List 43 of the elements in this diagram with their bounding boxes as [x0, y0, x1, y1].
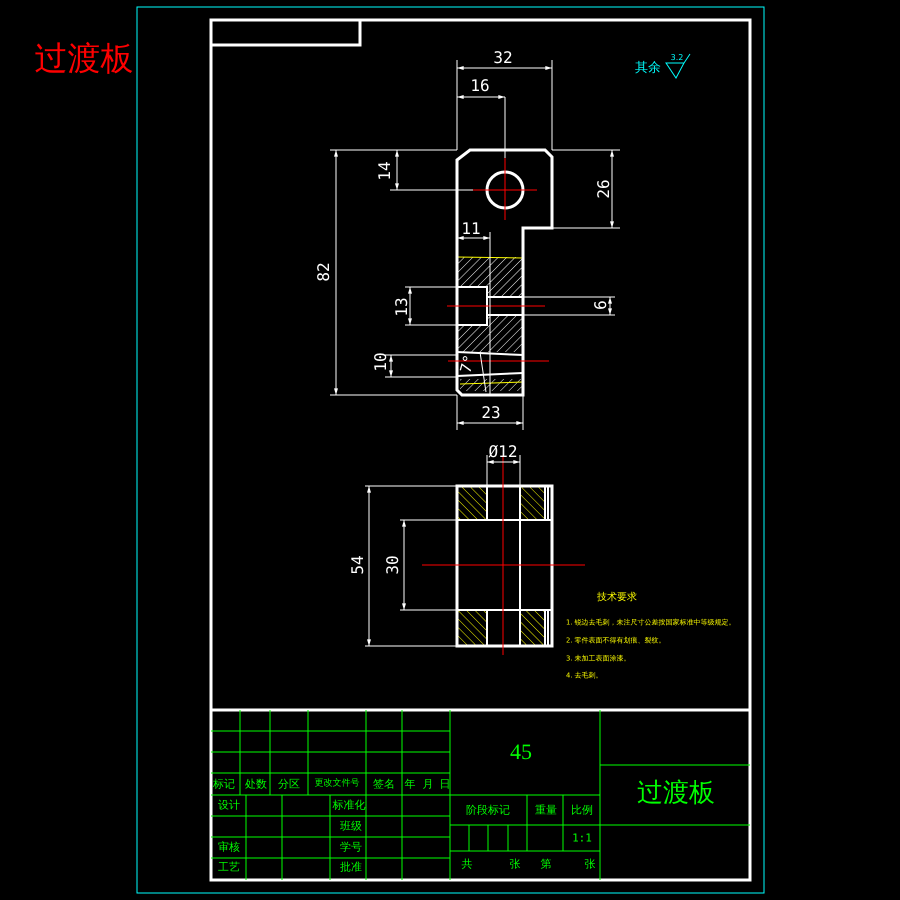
title-block-text: 班级 [340, 820, 362, 832]
dimension-text: 23 [481, 405, 501, 421]
dimension-text: 54 [350, 555, 366, 575]
roughness-note: 其余 [635, 62, 661, 74]
title-block-text: 月 [422, 778, 434, 790]
title-block-text: 审核 [218, 842, 240, 852]
title-block-text: 分区 [278, 778, 300, 790]
title-block-text: 学号 [340, 842, 362, 852]
dimension-text: 13 [394, 297, 410, 317]
title-block-text: 批准 [340, 862, 362, 872]
dimension-text: 14 [377, 161, 393, 181]
dimension-text: 10 [373, 352, 389, 372]
title-block-text: 日 [440, 778, 450, 790]
dimension-text: 30 [385, 555, 401, 575]
title-block-text: 共 [462, 858, 472, 870]
title-block-text: 处数 [245, 778, 267, 790]
title-block-text: 重量 [535, 804, 557, 816]
title-block-text: 张 [510, 858, 520, 870]
title-block-text: 比例 [571, 804, 593, 816]
title-block-text: 1:1 [572, 832, 592, 844]
title-block-text: 阶段标记 [466, 804, 510, 816]
title-block-text: 张 [584, 858, 596, 870]
title-block-text: 工艺 [218, 862, 240, 872]
dimension-text: 82 [316, 262, 332, 282]
dimension-text: 7° [458, 353, 478, 375]
dimension-text: 6 [593, 300, 609, 310]
material-text: 45 [510, 741, 532, 763]
drawing-title: 过渡板 [34, 44, 134, 76]
title-block-text: 设计 [218, 800, 240, 810]
title-block-text: 标记 [213, 778, 235, 790]
part-name: 过渡板 [637, 780, 715, 806]
dimension-text: 32 [493, 50, 513, 66]
title-block-text: 标准化 [332, 800, 366, 810]
dimension-text: 11 [461, 221, 481, 237]
requirements-heading: 技术要求 [597, 593, 637, 603]
dimension-text: Ø12 [488, 444, 518, 460]
dimension-text: 16 [470, 78, 490, 94]
title-block-text: 更改文件号 [314, 780, 360, 788]
title-block-text: 签名 [373, 778, 395, 790]
title-block-text: 年 [404, 778, 416, 790]
roughness-value: 3.2 [670, 54, 684, 62]
title-block-text: 第 [540, 858, 552, 870]
dimension-text: 26 [596, 179, 612, 199]
